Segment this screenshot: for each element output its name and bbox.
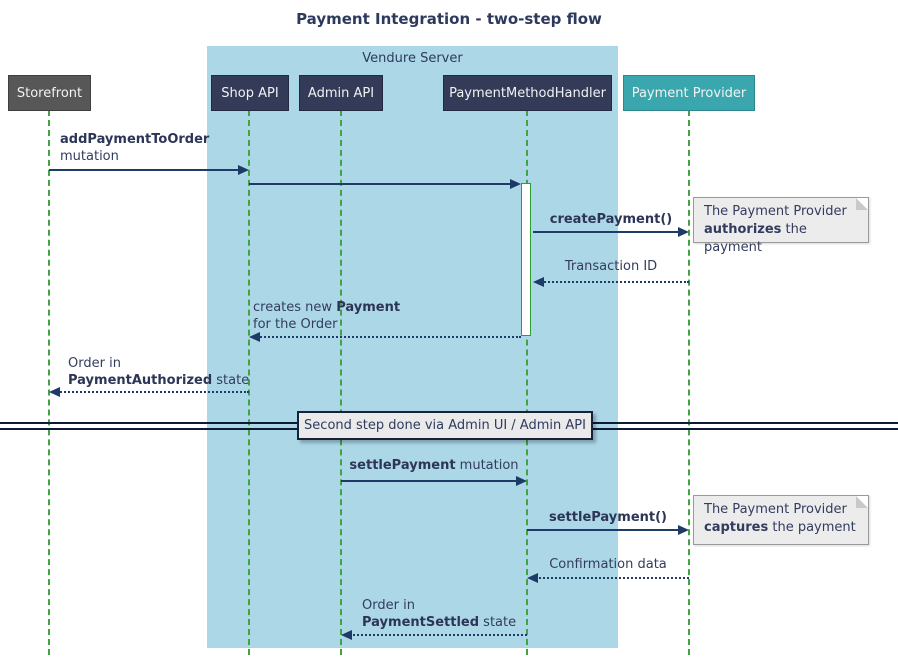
arrow-shaft: [57, 391, 249, 393]
note-fold-icon: [856, 496, 868, 508]
message-arrow-confirmation: [527, 573, 689, 583]
lifeline-admin-api: [340, 110, 342, 655]
diagram-title: Payment Integration - two-step flow: [296, 10, 602, 28]
vendure-server-frame: [207, 46, 618, 648]
vendure-server-frame-label: Vendure Server: [362, 51, 463, 66]
divider: Second step done via Admin UI / Admin AP…: [297, 411, 593, 440]
arrowhead-icon: [49, 387, 60, 397]
arrow-shaft: [533, 231, 681, 233]
note-capture: The Payment Provider captures the paymen…: [693, 495, 869, 545]
arrowhead-icon: [678, 227, 689, 237]
activation-bar: [521, 183, 531, 336]
arrow-shaft: [49, 169, 241, 171]
participant-shop-api: Shop API: [211, 75, 289, 111]
message-label-creates-payment: creates new Payment for the Order: [253, 300, 401, 332]
arrow-shaft: [249, 183, 513, 185]
participant-payment-method-handler: PaymentMethodHandler: [443, 75, 612, 111]
participant-admin-api: Admin API: [299, 75, 383, 111]
lifeline-payment-method-handler: [526, 110, 528, 655]
lifeline-payment-provider: [688, 110, 690, 655]
arrow-shaft: [349, 634, 527, 636]
message-arrow-order-settled: [341, 630, 527, 640]
arrow-shaft: [541, 281, 689, 283]
message-label-settle-call: settlePayment(): [549, 510, 667, 525]
lifeline-shop-api: [248, 110, 250, 655]
message-arrow-create-payment: [533, 227, 689, 237]
message-label-add-payment: addPaymentToOrder mutation: [60, 132, 210, 164]
arrowhead-icon: [516, 476, 527, 486]
divider-label: Second step done via Admin UI / Admin AP…: [304, 418, 586, 433]
arrow-shaft: [535, 577, 689, 579]
arrowhead-icon: [510, 179, 521, 189]
participant-storefront: Storefront: [8, 75, 91, 111]
arrowhead-icon: [527, 573, 538, 583]
message-arrow-settle-mutation: [341, 476, 527, 486]
message-arrow-add-payment: [49, 165, 249, 175]
message-label-confirmation: Confirmation data: [549, 557, 667, 572]
arrowhead-icon: [678, 525, 689, 535]
participant-payment-provider: Payment Provider: [623, 75, 755, 111]
message-label-settle-mutation: settlePayment mutation: [349, 458, 519, 473]
message-label-create-payment: createPayment(): [549, 212, 673, 227]
message-arrow-settle-call: [527, 525, 689, 535]
arrowhead-icon: [238, 165, 249, 175]
arrowhead-icon: [533, 277, 544, 287]
message-label-order-authorized: Order in PaymentAuthorized state: [68, 356, 250, 388]
message-arrow-forward-to-handler: [249, 179, 521, 189]
note-fold-icon: [856, 198, 868, 210]
message-arrow-transaction-id: [533, 277, 689, 287]
arrowhead-icon: [341, 630, 352, 640]
arrow-shaft: [257, 336, 521, 338]
arrow-shaft: [527, 529, 681, 531]
note-authorize: The Payment Provider authorizes the paym…: [693, 197, 869, 255]
arrow-shaft: [341, 480, 519, 482]
message-label-order-settled: Order in PaymentSettled state: [362, 598, 517, 630]
lifeline-storefront: [48, 110, 50, 655]
message-arrow-creates-payment: [249, 332, 521, 342]
message-arrow-order-authorized: [49, 387, 249, 397]
message-label-transaction-id: Transaction ID: [564, 259, 658, 274]
arrowhead-icon: [249, 332, 260, 342]
